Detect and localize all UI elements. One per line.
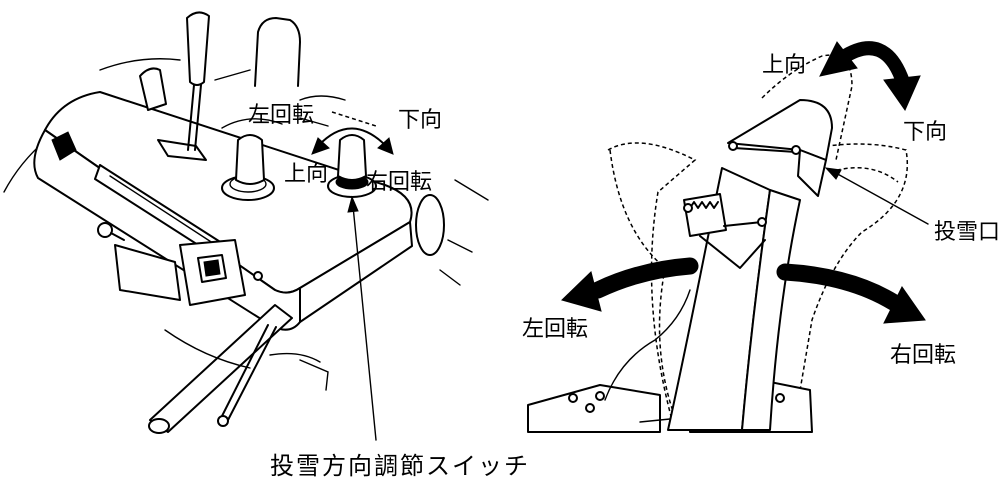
bracket bbox=[114, 244, 181, 301]
chute-label-rotate-left: 左回転 bbox=[522, 317, 588, 342]
tilt-indicator-line bbox=[331, 111, 377, 127]
back-frame-line bbox=[99, 58, 251, 81]
side-pin bbox=[97, 222, 113, 238]
base-hole-1 bbox=[568, 393, 578, 403]
label-down: 下向 bbox=[398, 108, 442, 133]
clutch-lever-ball bbox=[217, 415, 229, 427]
chute-label-down: 下向 bbox=[903, 120, 947, 145]
label-pointer-rotate-left bbox=[299, 117, 329, 127]
rotation-arrowhead-left bbox=[311, 137, 330, 155]
outlet-leader-arrowhead bbox=[824, 167, 842, 180]
rotation-arrowhead-right bbox=[377, 137, 394, 155]
hinge-pin-right bbox=[791, 145, 801, 155]
chute-drawing bbox=[527, 41, 929, 433]
spring bbox=[689, 201, 719, 209]
small-lever bbox=[139, 67, 167, 111]
switch-leader-arrowhead bbox=[347, 195, 359, 213]
arrow-rotate-left-head bbox=[561, 271, 602, 312]
joystick-left-knob bbox=[235, 134, 265, 185]
switch-leader-line bbox=[352, 205, 377, 441]
lower-frame-lines bbox=[164, 329, 329, 391]
right-frame-lines bbox=[439, 179, 489, 286]
chute-outline-up-tilted bbox=[761, 54, 853, 161]
deflector bbox=[727, 99, 833, 161]
clutch-lever bbox=[219, 324, 277, 421]
control-cable bbox=[604, 289, 691, 401]
deflector-flap bbox=[797, 149, 827, 197]
arrow-tilt-down-head bbox=[883, 75, 921, 112]
handle-bar-end bbox=[148, 418, 170, 434]
arrow-tilt-up-head bbox=[819, 41, 858, 77]
rotation-arc-arrow bbox=[317, 127, 389, 149]
shift-lever-shaft bbox=[187, 84, 202, 151]
label-up: 上向 bbox=[284, 162, 328, 187]
label-rotate-left: 左回転 bbox=[248, 103, 314, 128]
side-wheel bbox=[415, 194, 445, 256]
chute-label-rotate-right: 右回転 bbox=[890, 343, 956, 368]
arrow-rotate-left-body bbox=[589, 257, 699, 299]
chute-column-side bbox=[741, 189, 801, 431]
top-surface-wave bbox=[221, 95, 346, 129]
switch-caption: 投雪方向調節スイッチ bbox=[270, 452, 530, 479]
shift-lever-grip bbox=[186, 11, 210, 86]
end-knob bbox=[51, 131, 77, 161]
screw bbox=[253, 271, 263, 281]
switch-button-face bbox=[203, 259, 221, 277]
handle-bar bbox=[149, 304, 293, 433]
hinge-pin-left bbox=[728, 141, 738, 151]
front-slot-inner bbox=[109, 175, 223, 250]
deflector-hinge bbox=[733, 147, 797, 153]
chute-label-up: 上向 bbox=[762, 53, 806, 78]
arrow-rotate-right-head bbox=[883, 286, 926, 324]
handle-frame bbox=[254, 17, 301, 87]
direction-switch-knob bbox=[337, 134, 367, 181]
control-panel-drawing bbox=[3, 11, 489, 441]
base-hole-4 bbox=[775, 393, 785, 403]
base-hole-2 bbox=[585, 403, 595, 413]
panel-right-side bbox=[299, 221, 413, 323]
chute-label-outlet: 投雪口 bbox=[934, 220, 1000, 245]
spring-pin bbox=[683, 203, 693, 213]
base-hole-3 bbox=[595, 391, 605, 401]
control-rod bbox=[699, 221, 766, 269]
arrow-tilt-body bbox=[835, 41, 910, 89]
rod-pin bbox=[757, 217, 767, 227]
arrow-rotate-right-body bbox=[776, 263, 902, 311]
label-rotate-right: 右回転 bbox=[366, 170, 432, 195]
side-pin-stem bbox=[110, 232, 125, 241]
outlet-leader-line bbox=[833, 171, 929, 225]
shift-lever-plate bbox=[157, 139, 207, 161]
spring-frame bbox=[683, 193, 727, 237]
